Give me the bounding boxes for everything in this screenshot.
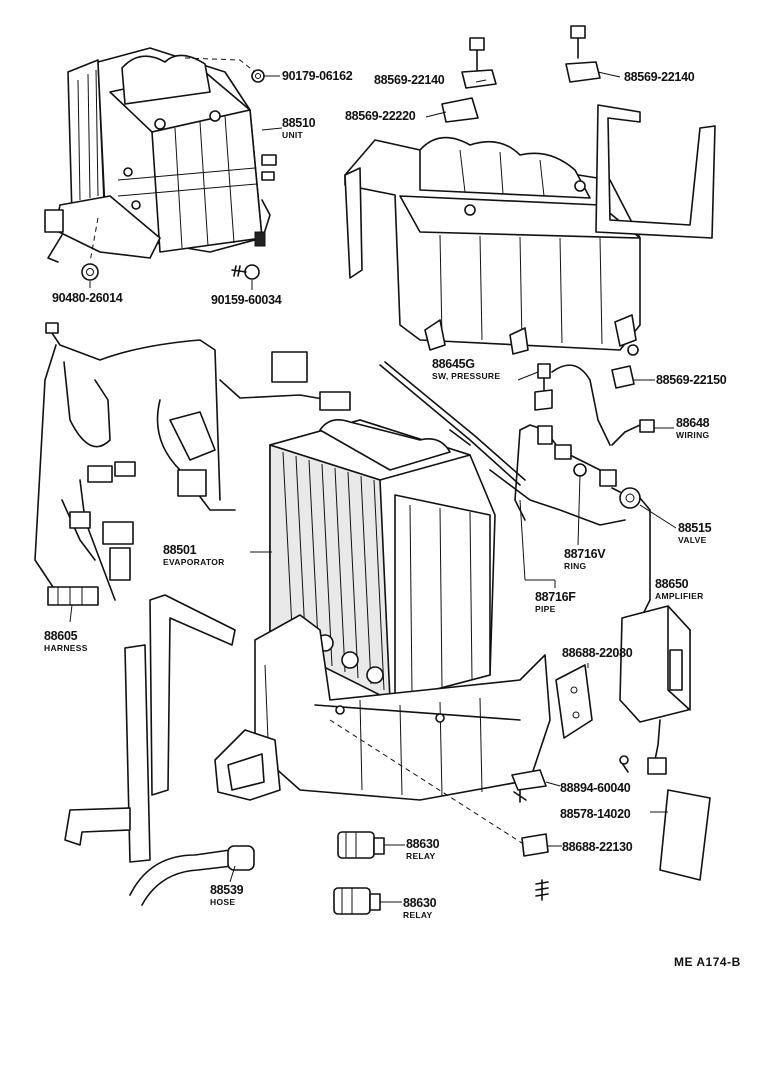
part-name: EVAPORATOR [163, 556, 225, 567]
part-number: 88894-60040 [560, 781, 631, 795]
capillary-tube [379, 364, 521, 486]
callout-88569-22150: 88569-22150 [656, 373, 727, 387]
part-number: 88630 [406, 837, 440, 851]
part-number: 88716F [535, 590, 576, 604]
case-lower-drawing [214, 614, 551, 801]
part-number: 88569-22220 [345, 109, 416, 123]
part-number: 88539 [210, 883, 244, 897]
callout-88650-amplifier: 88650 AMPLIFIER [655, 578, 704, 600]
harness-drawing [34, 322, 351, 606]
part-number: 88688-22130 [562, 840, 633, 854]
bolt-88569-d-icon [627, 344, 639, 356]
part-name: RELAY [406, 850, 436, 861]
callout-88630-relay-b: 88630 RELAY [403, 896, 437, 920]
part-number: 88650 [655, 577, 689, 591]
part-number: 90480-26014 [52, 291, 123, 305]
part-number: 88648 [676, 416, 710, 430]
callout-90480-26014: 90480-26014 [52, 291, 123, 305]
part-number: 90159-60034 [211, 293, 282, 307]
callout-88648-wiring: 88648 WIRING [676, 416, 710, 440]
callout-88716v-ring: 88716V RING [564, 547, 606, 571]
bracket-88688-icon [555, 664, 593, 739]
part-number: 88716V [564, 547, 606, 561]
callout-88645g-sw-pressure: 88645G SW, PRESSURE [432, 358, 500, 380]
expansion-valve-drawing [611, 487, 651, 636]
part-name: RING [564, 560, 587, 571]
part-number: 88569-22140 [374, 73, 445, 87]
callout-88578-14020: 88578-14020 [560, 807, 631, 821]
callout-88569-22140-b: 88569-22140 [624, 70, 695, 84]
callout-88510-unit: 88510 UNIT [282, 116, 316, 140]
part-number: 88645G [432, 357, 475, 371]
part-number: 88569-22150 [656, 373, 727, 387]
relay-88630-a-icon [337, 831, 385, 859]
callout-88605-harness: 88605 HARNESS [44, 630, 88, 652]
insulator-sheet-icon [659, 789, 711, 881]
plate-88894-icon [511, 769, 547, 791]
part-name: PIPE [535, 603, 556, 614]
callout-90159-60034: 90159-60034 [211, 293, 282, 307]
part-name: HARNESS [44, 642, 88, 653]
clip-88688-b-icon [521, 833, 549, 857]
amplifier-drawing [619, 605, 691, 775]
screw-90159-icon [231, 264, 260, 280]
callout-88688-22080: 88688-22080 [562, 646, 633, 660]
part-name: HOSE [210, 896, 236, 907]
part-name: VALVE [678, 534, 707, 545]
nut-90480-icon [81, 263, 99, 281]
seal-strip-drawing [595, 104, 716, 239]
bolt-88569-icon [461, 37, 497, 89]
leader-lines [69, 71, 677, 903]
part-number: 88578-14020 [560, 807, 631, 821]
part-number: 88501 [163, 543, 197, 557]
wiring-88648-drawing [611, 424, 641, 446]
part-name: WIRING [676, 429, 710, 440]
seal-strips-drawing [64, 594, 236, 863]
clip-88569-c-icon [441, 97, 479, 123]
part-name: RELAY [403, 909, 433, 920]
callout-88688-22130: 88688-22130 [562, 840, 633, 854]
part-number: 88569-22140 [624, 70, 695, 84]
pressure-switch-drawing [534, 363, 611, 446]
diagram-code: ME A174-B [674, 955, 741, 969]
part-number: 90179-06162 [282, 69, 353, 83]
callout-88515-valve: 88515 VALVE [678, 521, 712, 545]
part-number: 88510 [282, 116, 316, 130]
relay-88630-b-icon [333, 887, 381, 915]
callout-88539-hose: 88539 HOSE [210, 883, 244, 907]
part-name: SW, PRESSURE [432, 370, 501, 381]
part-number: 88515 [678, 521, 712, 535]
part-number: 88630 [403, 896, 437, 910]
cooling-unit-drawing [44, 47, 277, 263]
callout-88569-22220: 88569-22220 [345, 109, 416, 123]
callout-88630-relay-a: 88630 RELAY [406, 837, 440, 861]
hose-drawing [129, 845, 255, 906]
callout-88716f-pipe: 88716F PIPE [535, 591, 576, 613]
bolt-88569-b-icon [565, 25, 601, 83]
part-name: UNIT [282, 129, 304, 140]
nut-90179-icon [251, 69, 265, 83]
part-number: 88605 [44, 629, 78, 643]
callout-88569-22140-a: 88569-22140 [374, 73, 445, 87]
callout-88894-60040: 88894-60040 [560, 781, 631, 795]
part-number: 88688-22080 [562, 646, 633, 660]
pipe-88716f-drawing [514, 424, 617, 521]
callout-88501-evaporator: 88501 EVAPORATOR [163, 544, 225, 566]
callout-90179-06162: 90179-06162 [282, 69, 353, 83]
case-upper-drawing [344, 136, 641, 355]
part-name: AMPLIFIER [655, 590, 704, 601]
